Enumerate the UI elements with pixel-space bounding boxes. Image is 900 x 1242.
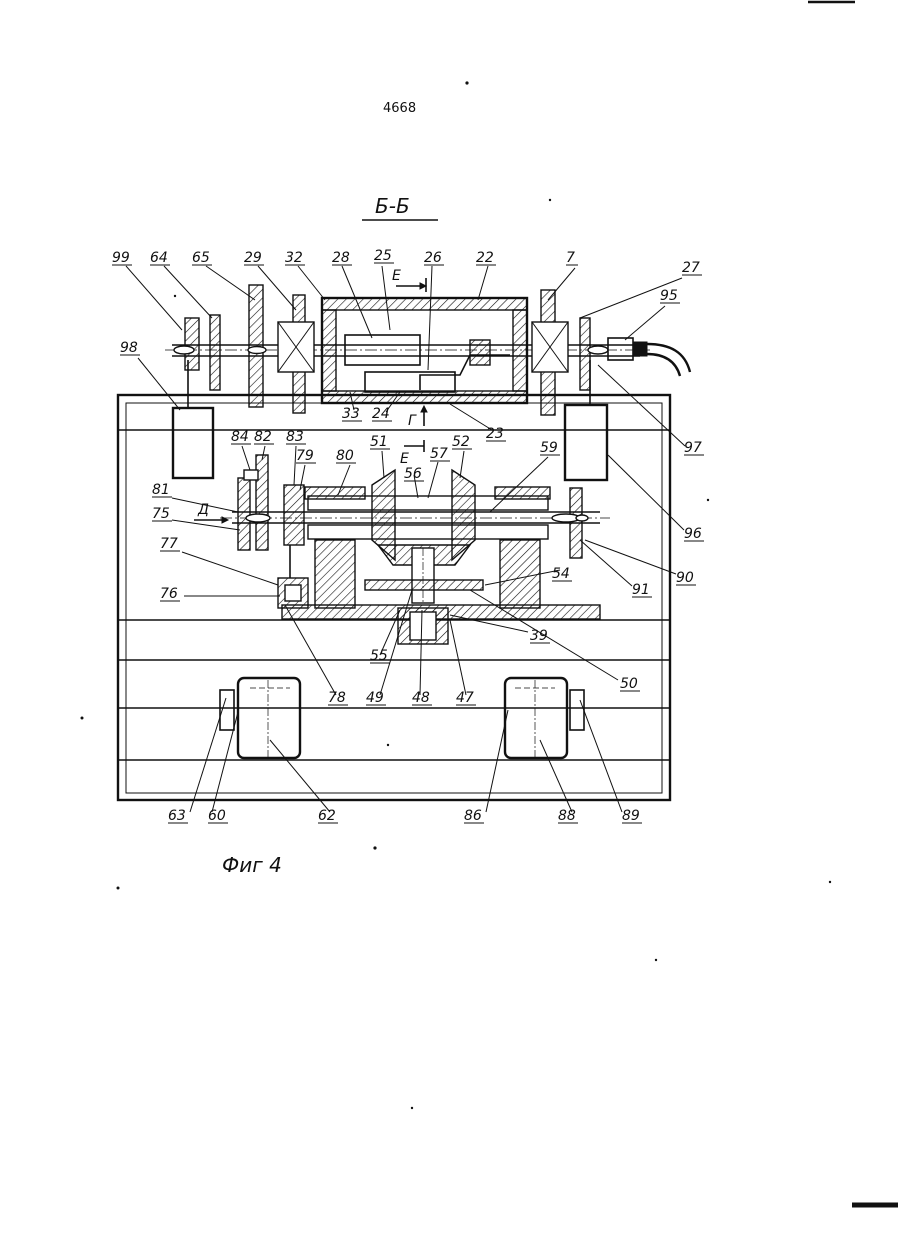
callout-54: 54 — [552, 566, 570, 582]
callout-86: 86 — [464, 808, 482, 824]
callout-55: 55 — [370, 648, 388, 664]
view-marker-d: Д — [194, 502, 228, 523]
leader-line-75 — [172, 520, 240, 530]
leader-line-97 — [598, 365, 685, 446]
callout-80: 80 — [336, 448, 354, 464]
callout-83: 83 — [286, 429, 304, 445]
callout-96: 96 — [684, 526, 702, 542]
view-marker-e-mid: Е — [400, 440, 424, 467]
leader-line-99 — [126, 266, 182, 330]
callout-56: 56 — [404, 466, 422, 482]
callout-62: 62 — [318, 808, 336, 824]
leader-line-60 — [212, 712, 238, 812]
leader-line-47 — [450, 620, 466, 695]
leader-line-57 — [428, 462, 438, 498]
figure-caption: Фиг 4 — [222, 853, 282, 877]
leader-line-98 — [138, 358, 180, 410]
callout-98: 98 — [120, 340, 138, 356]
leader-line-64 — [164, 266, 212, 318]
leader-line-52 — [460, 451, 464, 478]
callout-26: 26 — [424, 250, 442, 266]
callout-59: 59 — [540, 440, 558, 456]
callout-63: 63 — [168, 808, 186, 824]
callout-65: 65 — [192, 250, 210, 266]
section-title: Б-Б — [375, 194, 410, 218]
callout-22: 22 — [476, 250, 494, 266]
leader-line-84 — [242, 446, 250, 470]
callout-33: 33 — [342, 406, 360, 422]
svg-text:Г: Г — [408, 413, 417, 429]
callout-84: 84 — [231, 429, 249, 445]
leader-line-96 — [608, 455, 684, 530]
callout-24: 24 — [372, 406, 390, 422]
leader-line-91 — [580, 540, 632, 586]
svg-text:Е: Е — [400, 451, 409, 467]
callout-57: 57 — [430, 446, 448, 462]
callout-7: 7 — [566, 250, 575, 266]
leader-line-86 — [486, 710, 508, 812]
leader-line-51 — [382, 451, 384, 478]
leader-line-50 — [470, 590, 618, 680]
machine-frame — [118, 395, 670, 800]
callout-91: 91 — [632, 582, 650, 598]
leader-line-77 — [182, 552, 278, 585]
callout-28: 28 — [332, 250, 350, 266]
callout-75: 75 — [152, 506, 170, 522]
callout-90: 90 — [676, 570, 694, 586]
svg-text:Е: Е — [392, 268, 401, 284]
callout-79: 79 — [296, 448, 314, 464]
wheel-right — [505, 678, 584, 758]
callout-29: 29 — [244, 250, 262, 266]
callout-50: 50 — [620, 676, 638, 692]
view-marker-e-top: Е — [392, 268, 426, 292]
leader-line-29 — [258, 266, 296, 310]
leader-line-26 — [428, 266, 432, 370]
callout-64: 64 — [150, 250, 168, 266]
scan-specks — [81, 81, 832, 1109]
callout-51: 51 — [370, 434, 388, 450]
callout-32: 32 — [285, 250, 303, 266]
callout-27: 27 — [682, 260, 700, 276]
leader-line-95 — [625, 306, 665, 340]
view-marker-g: Г — [408, 406, 427, 429]
callout-49: 49 — [366, 690, 384, 706]
wheel-left — [220, 678, 300, 758]
leader-line-7 — [548, 268, 575, 300]
callout-95: 95 — [660, 288, 678, 304]
callout-99: 99 — [112, 250, 130, 266]
callout-81: 81 — [152, 482, 170, 498]
callout-25: 25 — [374, 248, 392, 264]
callout-76: 76 — [160, 586, 178, 602]
callout-48: 48 — [412, 690, 430, 706]
callout-77: 77 — [160, 536, 178, 552]
leader-line-65 — [206, 266, 255, 300]
callout-78: 78 — [328, 690, 346, 706]
callout-82: 82 — [254, 429, 272, 445]
leader-line-63 — [190, 698, 226, 812]
callout-23: 23 — [486, 426, 504, 442]
callout-52: 52 — [452, 434, 470, 450]
callout-97: 97 — [684, 440, 702, 456]
callout-88: 88 — [558, 808, 576, 824]
callout-47: 47 — [456, 690, 474, 706]
leader-line-89 — [580, 700, 622, 812]
callout-60: 60 — [208, 808, 226, 824]
page-number: 4668 — [383, 101, 416, 116]
leader-line-22 — [478, 266, 488, 300]
callout-89: 89 — [622, 808, 640, 824]
